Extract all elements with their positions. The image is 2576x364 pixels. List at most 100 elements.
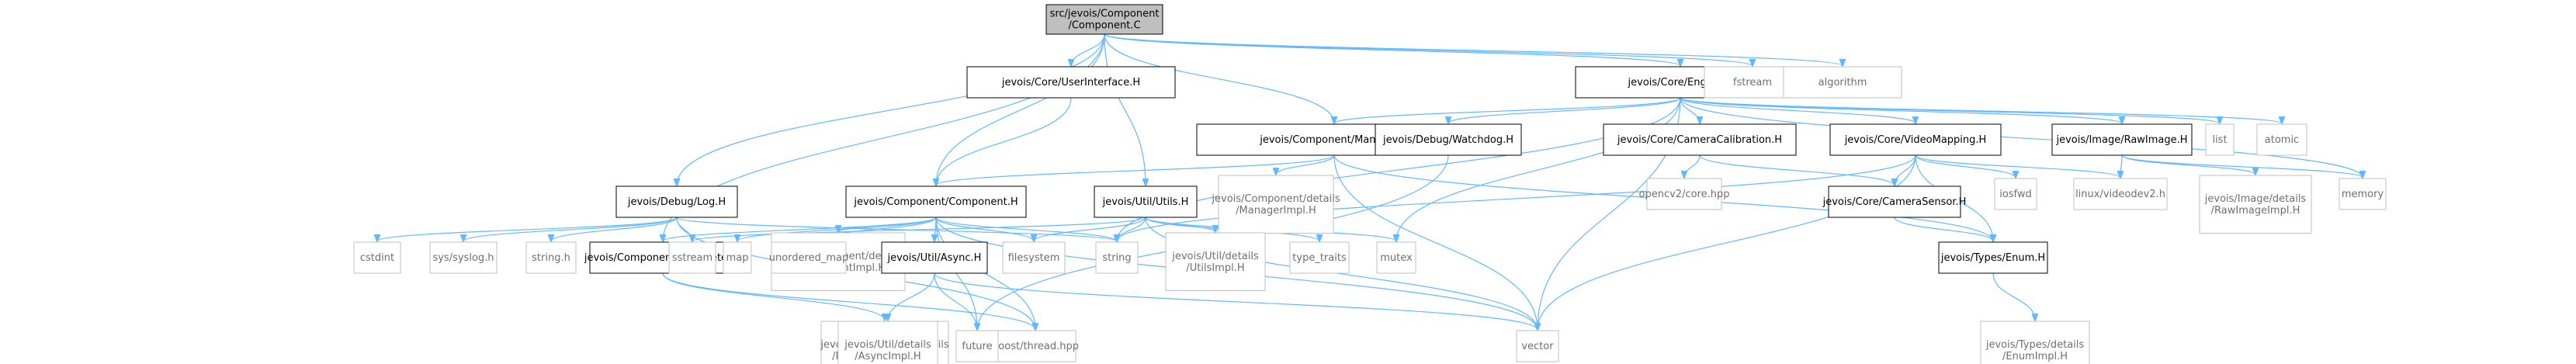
node-label-mutex-0: mutex bbox=[1380, 252, 1413, 264]
edge-vmap-to-v4l2 bbox=[1915, 154, 2120, 178]
node-label-umap-0: unordered_map bbox=[769, 252, 849, 264]
node-enum[interactable]: jevois/Types/Enum.H bbox=[1938, 241, 2048, 274]
edge-param-to-paramhelpers bbox=[662, 272, 885, 321]
node-label-camcal-0: jevois/Core/CameraCalibration.H bbox=[1617, 134, 1782, 146]
edge-camsensor-to-enum bbox=[1894, 217, 1993, 241]
edge-async-to-future bbox=[934, 272, 977, 330]
node-label-future-0: future bbox=[962, 341, 992, 352]
edge-manager-to-vector bbox=[1333, 154, 1538, 330]
node-box-async bbox=[881, 241, 988, 274]
edge-camcal-to-camsensor bbox=[1699, 154, 1895, 185]
node-label-utils-0: jevois/Util/Utils.H bbox=[1102, 196, 1189, 208]
edge-compH-to-filesystem bbox=[935, 217, 1034, 241]
node-label-v4l2-0: linux/videodev2.h bbox=[2075, 189, 2165, 200]
node-box-string bbox=[1095, 241, 1139, 274]
node-label-rawimpl-1: /RawImageImpl.H bbox=[2211, 205, 2300, 217]
edge-camcal-to-opencv bbox=[1684, 154, 1701, 178]
edge-async-to-asyncimpl bbox=[888, 272, 935, 321]
node-camcal[interactable]: jevois/Core/CameraCalibration.H bbox=[1603, 123, 1797, 156]
edge-utils-to-filesystem bbox=[1034, 217, 1146, 241]
node-syslog: sys/syslog.h bbox=[429, 241, 498, 274]
node-async[interactable]: jevois/Util/Async.H bbox=[881, 241, 988, 274]
node-label-asyncimpl-0: jevois/Util/details bbox=[844, 339, 931, 351]
edge-rawimg-to-v4l2 bbox=[2120, 154, 2122, 178]
node-vmap[interactable]: jevois/Core/VideoMapping.H bbox=[1829, 123, 2002, 156]
edge-engine-to-mutex bbox=[1396, 97, 1681, 241]
edge-root-to-manager bbox=[1104, 33, 1334, 123]
edge-utils-to-sstream bbox=[692, 217, 1146, 241]
node-label-rawimg-0: jevois/Image/RawImage.H bbox=[2055, 134, 2187, 146]
node-label-ui-0: jevois/Core/UserInterface.H bbox=[1001, 77, 1140, 88]
node-filesystem: filesystem bbox=[1002, 241, 1066, 274]
node-box-asyncimpl bbox=[837, 321, 938, 364]
edge-root-to-algorithm bbox=[1104, 33, 1843, 66]
edge-engine-to-rawimg bbox=[1680, 97, 2122, 123]
node-camsensor[interactable]: jevois/Core/CameraSensor.H bbox=[1822, 185, 1967, 218]
node-label-list-0: list bbox=[2212, 134, 2227, 146]
edge-vmap-to-string bbox=[1117, 154, 1916, 241]
edge-engine-to-watchdog bbox=[1448, 97, 1681, 123]
node-label-syslog-0: sys/syslog.h bbox=[432, 252, 494, 264]
node-watchdog[interactable]: jevois/Debug/Watchdog.H bbox=[1375, 123, 1522, 156]
node-box-root bbox=[1045, 4, 1163, 35]
node-log[interactable]: jevois/Debug/Log.H bbox=[615, 185, 738, 218]
node-label-memory-0: memory bbox=[2342, 189, 2384, 200]
edge-manager-to-mgrimpl bbox=[1276, 154, 1335, 175]
node-vector: vector bbox=[1516, 330, 1559, 362]
node-future: future bbox=[955, 330, 999, 362]
node-box-future bbox=[955, 330, 999, 362]
edge-engine-to-memory bbox=[1680, 97, 2363, 178]
node-box-list bbox=[2205, 123, 2234, 156]
node-box-camcal bbox=[1603, 123, 1797, 156]
edge-compH-to-future bbox=[935, 217, 977, 330]
node-box-filesystem bbox=[1002, 241, 1066, 274]
node-label-enumimpl-1: /EnumImpl.H bbox=[2002, 351, 2068, 362]
node-label-map-0: map bbox=[726, 252, 749, 264]
node-box-utils bbox=[1094, 185, 1198, 218]
node-param[interactable]: jevois/Component/Parameter.H bbox=[584, 241, 741, 274]
node-box-umap bbox=[771, 241, 847, 274]
node-boostthread: boost/thread.hpp bbox=[992, 330, 1079, 362]
node-label-typetraits-0: type_traits bbox=[1292, 252, 1347, 264]
edge-rawimg-to-memory bbox=[2121, 154, 2363, 178]
node-label-utilsimpl-0: jevois/Util/details bbox=[1171, 251, 1259, 262]
node-mutex: mutex bbox=[1376, 241, 1416, 274]
node-label-mgrimpl-1: /ManagerImpl.H bbox=[1236, 205, 1316, 217]
node-box-v4l2 bbox=[2073, 178, 2168, 210]
node-label-algorithm-0: algorithm bbox=[1818, 77, 1867, 88]
node-box-vector bbox=[1516, 330, 1559, 362]
node-box-boostthread bbox=[994, 330, 1077, 362]
edge-log-to-string bbox=[676, 217, 1117, 241]
node-utilsimpl: jevois/Util/details/UtilsImpl.H bbox=[1165, 232, 1266, 292]
node-utils[interactable]: jevois/Util/Utils.H bbox=[1094, 185, 1198, 218]
node-algorithm: algorithm bbox=[1783, 66, 1902, 99]
node-map: map bbox=[723, 241, 752, 274]
edge-log-to-syslog bbox=[463, 217, 678, 241]
node-rawimg[interactable]: jevois/Image/RawImage.H bbox=[2051, 123, 2193, 156]
node-box-enum bbox=[1938, 241, 2048, 274]
node-layer: src/jevois/Component/Component.C jevois/C… bbox=[353, 4, 2387, 364]
node-label-string-0: string bbox=[1102, 252, 1131, 264]
node-box-vmap bbox=[1829, 123, 2002, 156]
node-box-opencv bbox=[1646, 178, 1722, 210]
node-box-mgrimpl bbox=[1218, 175, 1334, 234]
edge-manager-to-compH bbox=[936, 154, 1335, 185]
node-ui[interactable]: jevois/Core/UserInterface.H bbox=[966, 66, 1176, 99]
edge-ui-to-compH bbox=[936, 97, 1072, 185]
edge-rawimg-to-rawimpl bbox=[2121, 154, 2255, 175]
node-root: src/jevois/Component/Component.C bbox=[1045, 4, 1163, 35]
node-sstream: sstream bbox=[668, 241, 716, 274]
edge-root-to-compH bbox=[936, 33, 1105, 185]
node-label-opencv-0: opencv2/core.hpp bbox=[1639, 189, 1730, 200]
node-box-rawimpl bbox=[2199, 175, 2312, 234]
edge-enum-to-enumimpl bbox=[1992, 272, 2035, 321]
node-label-log-0: jevois/Debug/Log.H bbox=[627, 196, 726, 208]
node-compH[interactable]: jevois/Component/Component.H bbox=[845, 185, 1027, 218]
node-stringh: string.h bbox=[525, 241, 577, 274]
edge-log-to-cstdint bbox=[377, 217, 678, 241]
edge-log-to-stringh bbox=[551, 217, 678, 241]
node-box-stringh bbox=[525, 241, 577, 274]
edge-compH-to-string bbox=[935, 217, 1117, 241]
node-label-asyncimpl-1: /AsyncImpl.H bbox=[855, 351, 920, 362]
node-label-vector-0: vector bbox=[1521, 341, 1554, 352]
